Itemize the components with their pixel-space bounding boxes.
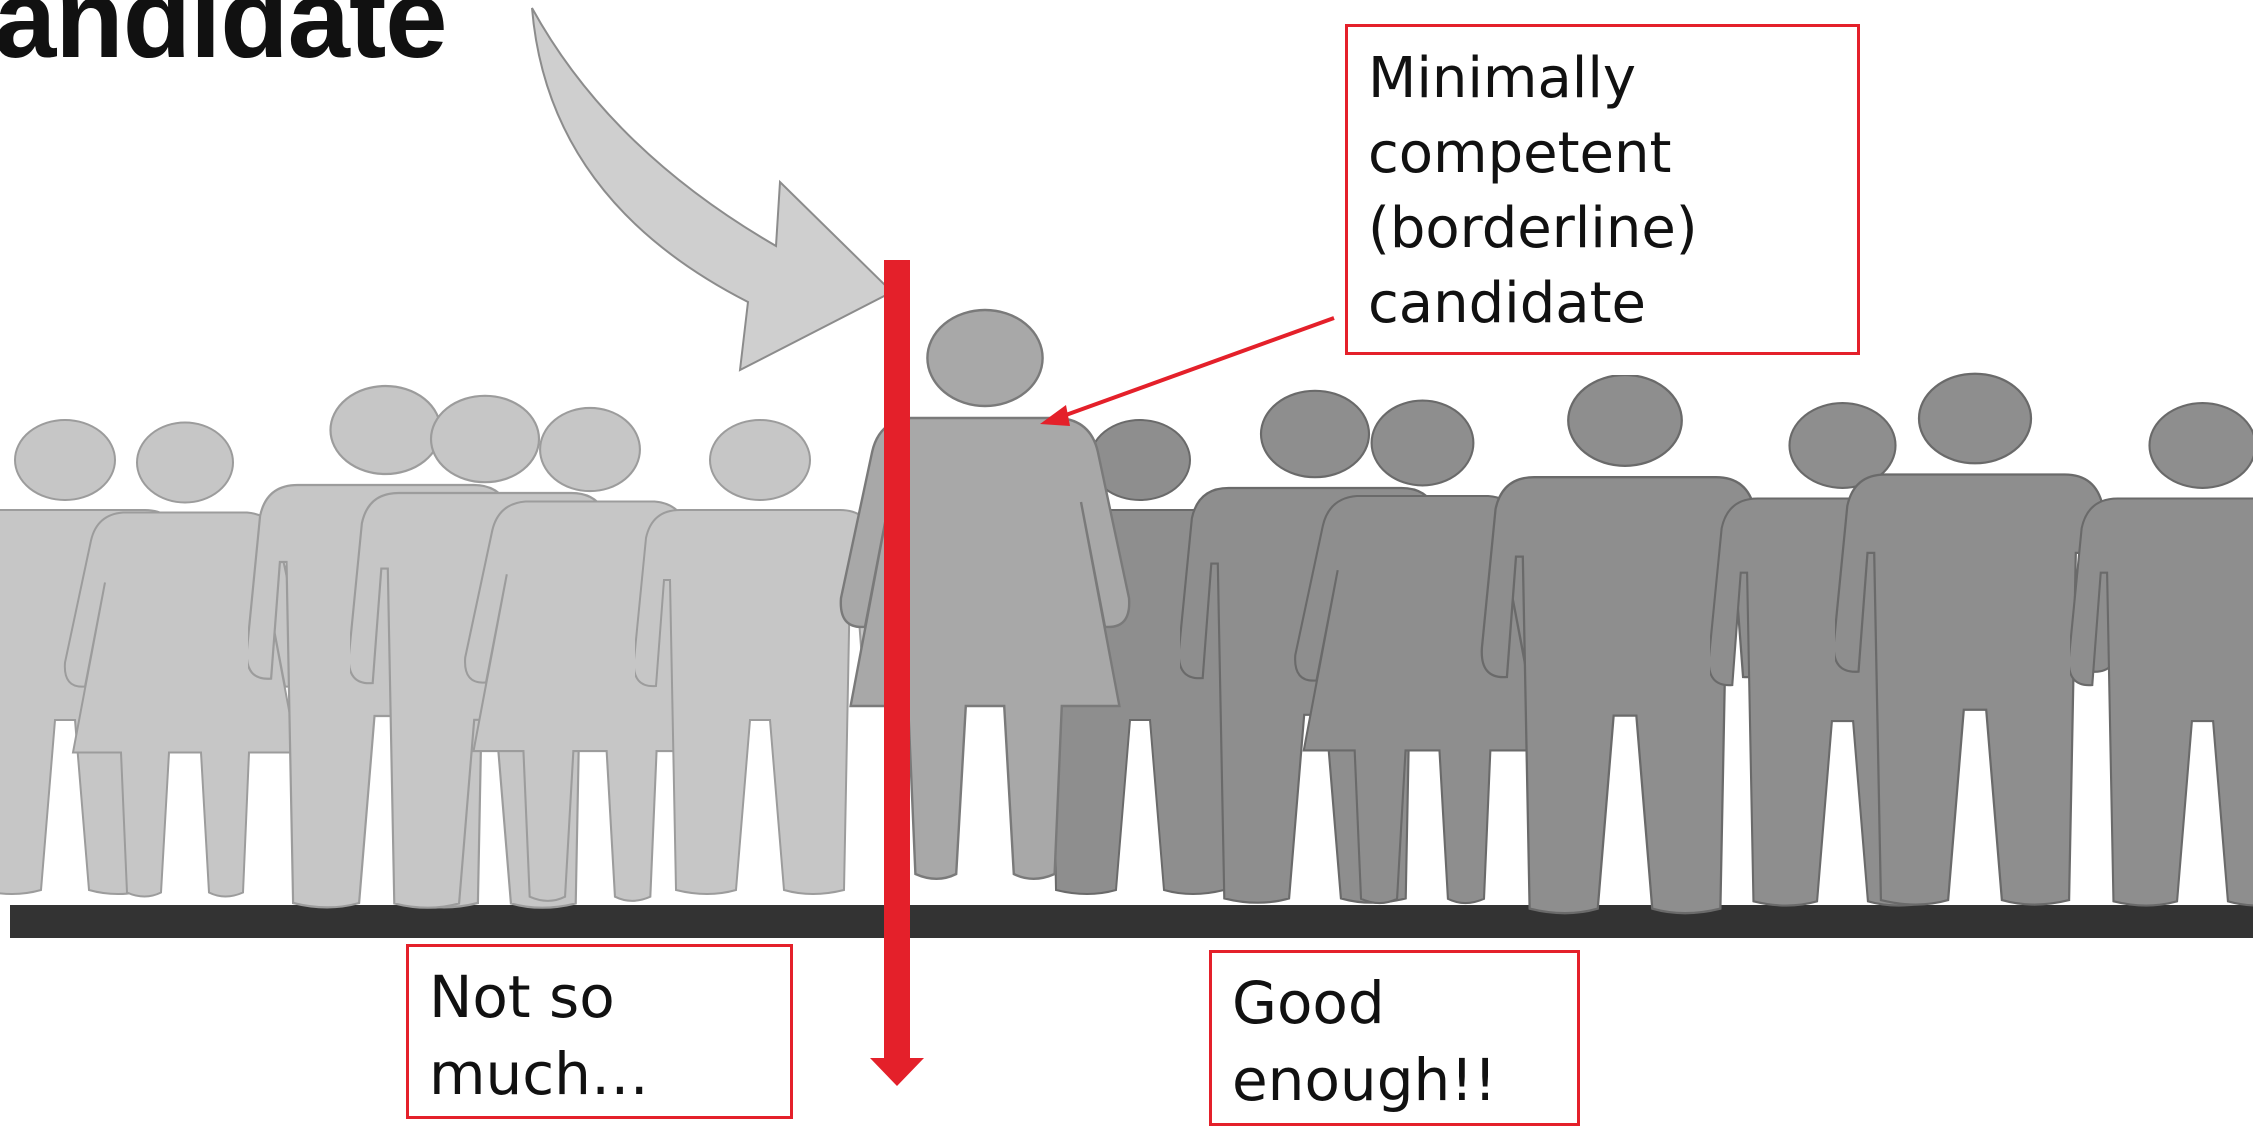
- page-title: andidate: [0, 0, 448, 81]
- above-cutoff-group: [1015, 372, 2253, 915]
- borderline-candidate-callout: Minimally competent (borderline) candida…: [1345, 24, 1860, 355]
- callout-pointer-arrow: [1040, 316, 1335, 426]
- cutoff-line: [870, 260, 924, 1086]
- figure-female: [1294, 399, 1551, 905]
- below-cutoff-group: [0, 384, 885, 909]
- figure-male: [635, 418, 885, 896]
- ground-bar: [10, 905, 2253, 938]
- above-cutoff-callout: Good enough!!: [1209, 950, 1580, 1126]
- below-cutoff-callout: Not so much…: [406, 944, 793, 1119]
- pointer-arrow: [531, 7, 894, 372]
